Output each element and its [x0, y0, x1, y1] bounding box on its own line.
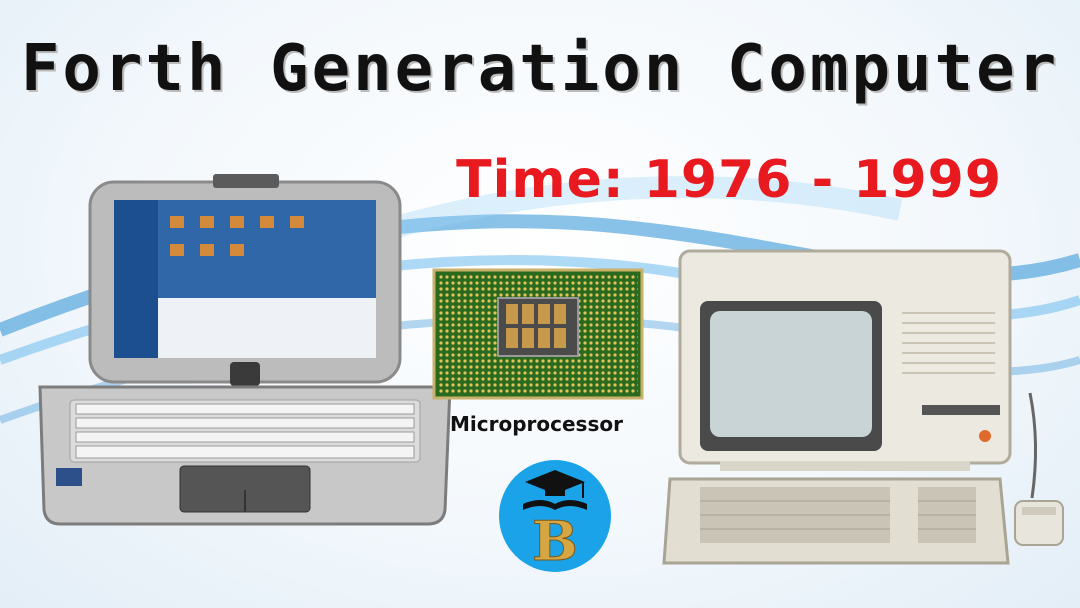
desktop-computer-icon [662, 249, 1064, 565]
laptop-icon [38, 174, 452, 526]
page-title: Forth Generation Computer [20, 32, 1060, 106]
logo-icon: B [499, 460, 611, 574]
logo-letter: B [532, 509, 578, 573]
time-label: Time: 1976 - 1999 [456, 150, 1002, 210]
microprocessor-icon [432, 268, 644, 400]
microprocessor-caption: Microprocessor [450, 412, 623, 436]
